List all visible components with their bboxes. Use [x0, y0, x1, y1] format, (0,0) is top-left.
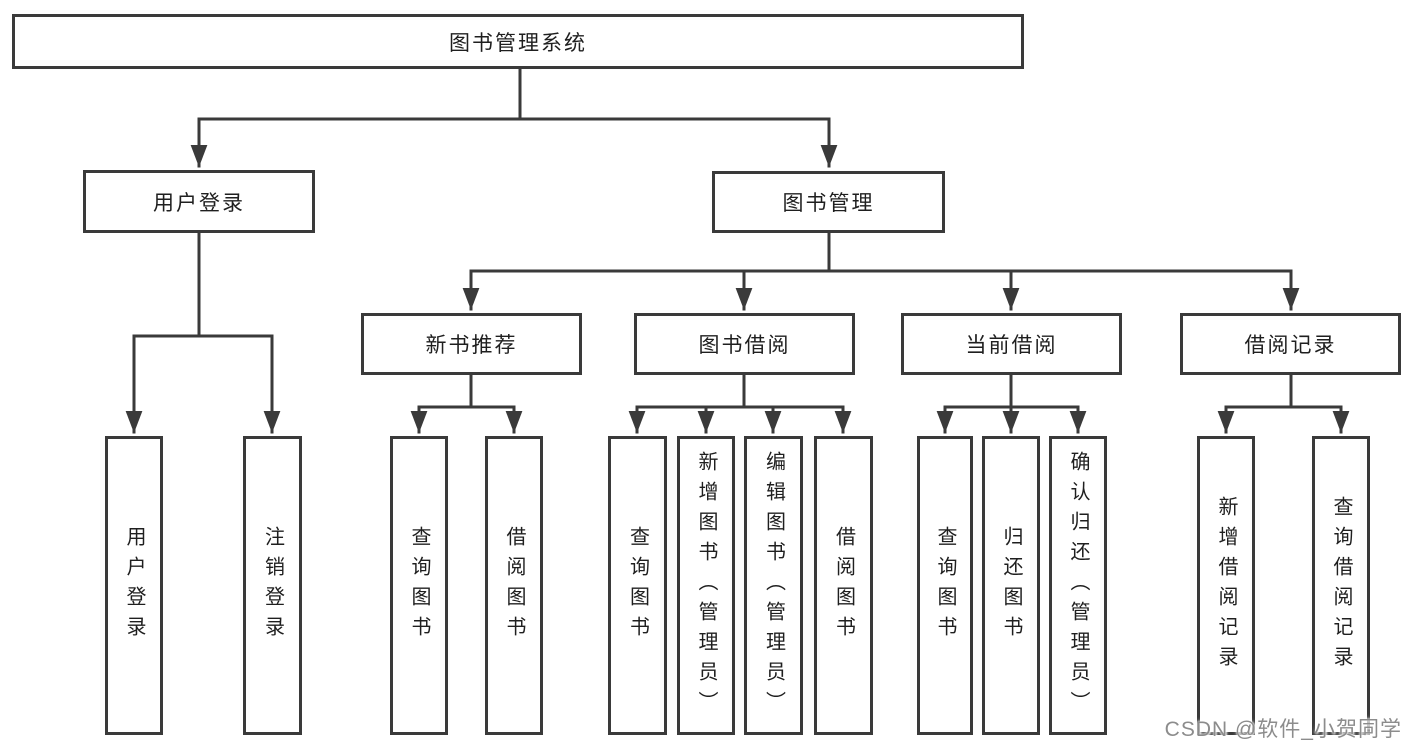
- leaf-return-book: 归还图书: [982, 436, 1040, 735]
- node-book-borrow: 图书借阅: [634, 313, 855, 375]
- leaf-label: 确认归还（管理员）: [1067, 450, 1089, 721]
- node-book-management: 图书管理: [712, 171, 945, 233]
- leaf-add-borrow-record: 新增借阅记录: [1197, 436, 1255, 735]
- leaf-label: 编辑图书（管理员）: [762, 450, 785, 721]
- leaf-label: 用户登录: [123, 525, 145, 646]
- node-borrow-records: 借阅记录: [1180, 313, 1401, 375]
- leaf-label: 借阅图书: [832, 525, 855, 646]
- node-root-system: 图书管理系统: [12, 14, 1024, 69]
- leaf-query-books-current: 查询图书: [917, 436, 973, 735]
- leaf-label: 归还图书: [1000, 525, 1022, 646]
- leaf-query-borrow-record: 查询借阅记录: [1312, 436, 1370, 735]
- leaf-borrow-books: 借阅图书: [814, 436, 873, 735]
- csdn-watermark: CSDN @软件_小贺同学: [1164, 718, 1402, 741]
- node-new-book-recommend: 新书推荐: [361, 313, 582, 375]
- leaf-label: 新增借阅记录: [1215, 495, 1237, 676]
- leaf-logout: 注销登录: [243, 436, 302, 735]
- leaf-borrow-books-recommend: 借阅图书: [485, 436, 543, 735]
- leaf-confirm-return-admin: 确认归还（管理员）: [1049, 436, 1107, 735]
- leaf-label: 注销登录: [261, 525, 284, 646]
- leaf-label: 查询图书: [408, 525, 430, 646]
- leaf-label: 借阅图书: [503, 525, 525, 646]
- leaf-label: 查询图书: [934, 525, 956, 646]
- leaf-user-login: 用户登录: [105, 436, 163, 735]
- leaf-add-book-admin: 新增图书（管理员）: [677, 436, 735, 735]
- leaf-edit-book-admin: 编辑图书（管理员）: [744, 436, 803, 735]
- leaf-label: 查询图书: [626, 525, 649, 646]
- leaf-query-books-borrow: 查询图书: [608, 436, 667, 735]
- leaf-query-books-recommend: 查询图书: [390, 436, 448, 735]
- leaf-label: 查询借阅记录: [1330, 495, 1352, 676]
- leaf-label: 新增图书（管理员）: [695, 450, 717, 721]
- node-user-login: 用户登录: [83, 170, 315, 233]
- node-current-borrow: 当前借阅: [901, 313, 1122, 375]
